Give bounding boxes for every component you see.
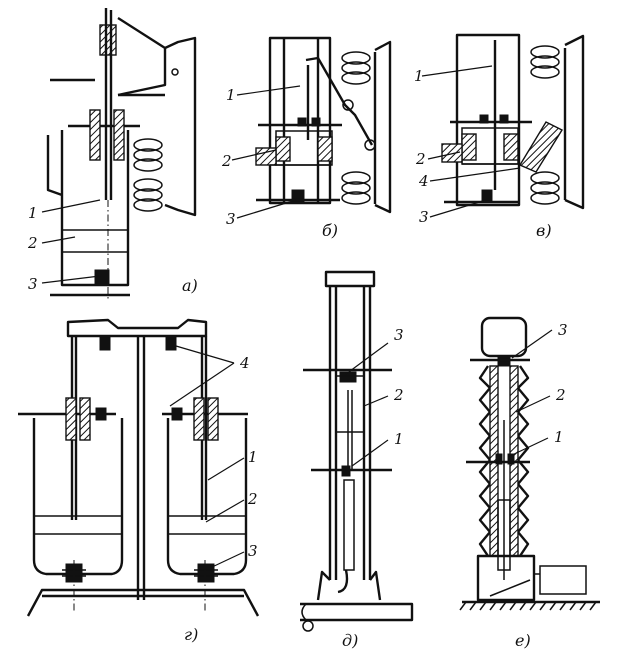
- label-3: 3: [419, 208, 429, 226]
- label-4: 4: [239, 354, 250, 372]
- panel-caption: г): [184, 625, 198, 644]
- panel-caption: а): [182, 276, 198, 295]
- label-1: 1: [414, 67, 424, 85]
- panel-caption: б): [322, 221, 338, 240]
- panel-a: 1 2 3 а): [27, 8, 198, 300]
- label-2: 2: [415, 150, 426, 168]
- label-3: 3: [248, 542, 258, 560]
- label-2: 2: [555, 386, 566, 404]
- panel-g: 4 1 2 3 г): [18, 318, 260, 644]
- label-3: 3: [394, 326, 404, 344]
- label-1: 1: [554, 428, 564, 446]
- panel-caption: в): [536, 221, 552, 240]
- label-2: 2: [27, 234, 38, 252]
- label-1: 1: [226, 86, 236, 104]
- label-3: 3: [226, 210, 236, 228]
- label-1: 1: [28, 204, 38, 222]
- label-4: 4: [418, 172, 429, 190]
- label-2: 2: [221, 152, 232, 170]
- panel-e: 3 2 1 е): [459, 316, 600, 650]
- label-2: 2: [247, 490, 258, 508]
- panel-caption: е): [515, 631, 531, 650]
- panel-caption: д): [342, 631, 358, 650]
- panel-v: 1 2 4 3 в): [414, 33, 585, 240]
- panel-b: 1 2 3 б): [221, 36, 392, 240]
- label-2: 2: [393, 386, 404, 404]
- label-3: 3: [28, 275, 38, 293]
- panel-d: 3 2 1 д): [300, 270, 414, 650]
- label-1: 1: [248, 448, 258, 466]
- label-1: 1: [394, 430, 404, 448]
- label-3: 3: [558, 321, 568, 339]
